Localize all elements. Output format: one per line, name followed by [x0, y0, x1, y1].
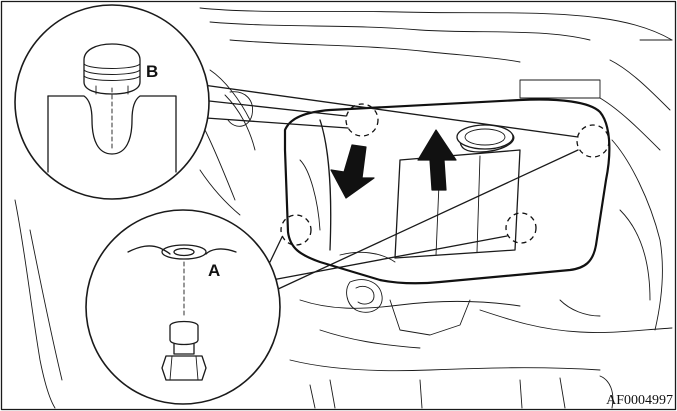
mount-point-a-marker [281, 215, 311, 245]
arrow-up-icon [418, 130, 456, 190]
label-b: B [146, 62, 158, 81]
callout-b-leaders [196, 84, 578, 137]
figure-code: AF0004997 [606, 393, 673, 408]
callout-a-leaders [270, 150, 578, 290]
mount-point-b-marker-rear [577, 125, 609, 157]
arrow-down-icon [331, 145, 374, 198]
mount-point-a-marker-rear [506, 213, 536, 243]
label-a: A [208, 261, 220, 280]
callout-a-detail: A [86, 210, 280, 404]
callout-b-detail: B [15, 5, 209, 199]
